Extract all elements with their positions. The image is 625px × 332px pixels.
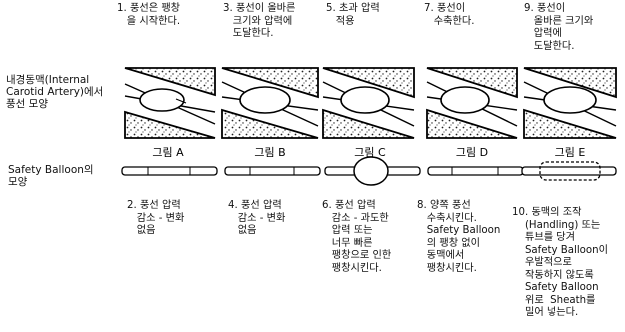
step-4-text: 4. 풍선 압력 감소 - 변화 없음 (228, 200, 286, 236)
step-8-text: 8. 양쪽 풍선 수축시킨다. Safety Balloon 의 팽창 없이 동… (417, 200, 501, 274)
safety-balloon-b (224, 166, 321, 176)
panel-a (121, 67, 218, 176)
safety-balloon-e (521, 166, 617, 176)
artery-wall-upper-a (124, 67, 216, 97)
balloon-a (139, 88, 185, 112)
safety-balloon-c-inflated (353, 156, 389, 186)
step-2-text: 2. 풍선 압력 감소 - 변화 없음 (127, 200, 185, 236)
step-10-text: 10. 동맥의 조작 (Handling) 또는 튜브를 당겨 Safety B… (512, 207, 608, 318)
step-7-text: 7. 풍선이 수축한다. (424, 3, 475, 27)
artery-wall-lower-b (221, 108, 319, 139)
artery-wall-lower-e (523, 108, 617, 139)
sheath-e (539, 161, 601, 181)
panel-d (426, 67, 524, 176)
panel-c (322, 67, 421, 186)
step-5-text: 5. 초과 압력 적용 (326, 3, 380, 27)
ica-balloon-label: 내경동맥(Internal Carotid Artery)에서 풍선 모양 (6, 74, 104, 110)
figure-label-d: 그림 D (456, 146, 488, 159)
step-6-text: 6. 풍선 압력 감소 - 과도한 압력 또는 너무 빠른 팽창으로 인한 팽창… (322, 200, 392, 274)
artery-wall-lower-c (322, 108, 415, 139)
artery-wall-upper-b (221, 67, 319, 99)
safety-balloon-label: Safety Balloon의 모양 (8, 164, 94, 188)
figure-label-a: 그림 A (152, 146, 184, 159)
artery-wall-lower-a (124, 110, 216, 139)
balloon-e (543, 86, 597, 114)
figure-label-c: 그림 C (354, 146, 386, 159)
panel-e (521, 67, 617, 181)
artery-wall-lower-d (426, 108, 518, 139)
balloon-c (340, 86, 390, 114)
panel-b (221, 67, 321, 176)
artery-wall-upper-e (523, 67, 617, 99)
balloon-b (239, 86, 291, 114)
safety-balloon-d (427, 166, 524, 176)
artery-wall-upper-d (426, 67, 518, 99)
safety-balloon-a (121, 166, 218, 176)
step-9-text: 9. 풍선이 올바른 크기와 압력에 도달한다. (524, 3, 594, 52)
balloon-d (440, 86, 490, 114)
step-3-text: 3. 풍선이 올바른 크기와 압력에 도달한다. (223, 3, 296, 39)
step-1-text: 1. 풍선은 팽창 을 시작한다. (117, 3, 181, 27)
artery-wall-upper-c (322, 67, 415, 99)
figure-label-b: 그림 B (254, 146, 285, 159)
figure-label-e: 그림 E (555, 146, 586, 159)
